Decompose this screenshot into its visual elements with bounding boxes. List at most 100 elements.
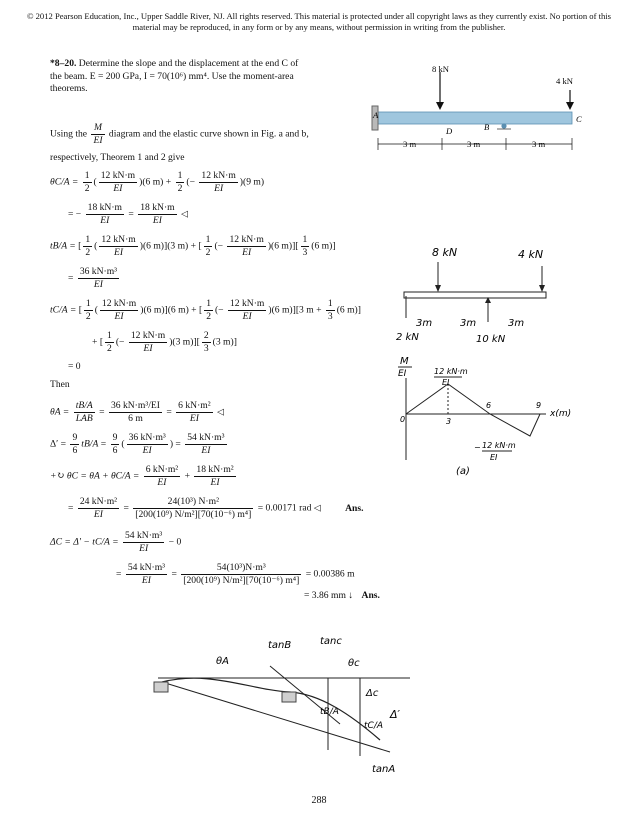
delta-prime-label: Δ′ [389, 708, 401, 721]
problem-text: Determine the slope and the displacement… [50, 58, 299, 94]
thetaA-label: θA [216, 656, 229, 667]
d: EI [114, 247, 124, 258]
t: (3 m) [212, 336, 234, 348]
result: = 3.86 mm ↓ [304, 590, 354, 601]
n: 1 [83, 298, 93, 311]
t: (3 m) + [167, 240, 197, 252]
result: = 0.00171 rad [257, 502, 312, 514]
n: 54(10³)N·m³ [181, 562, 302, 575]
intro-after: diagram and the elastic curve shown in F… [108, 128, 309, 140]
tba-label: tB/A [320, 707, 339, 717]
ans-label: Ans. [361, 590, 380, 601]
d: EI [143, 343, 153, 354]
n: 36 kN·m³ [77, 266, 120, 279]
tanB-label: tanB [268, 640, 291, 651]
elastic-curve [161, 677, 381, 741]
n: 2 [201, 330, 211, 343]
eq-zero: = 0 [68, 361, 81, 372]
n: 54 kN·m³ [185, 432, 227, 445]
t: (3 m) [172, 336, 194, 348]
d: EI [242, 311, 252, 322]
x-axis-label: x(m) [549, 409, 571, 419]
n: 36 kN·m³ [126, 432, 168, 445]
roller-b [501, 123, 507, 129]
label-b: B [484, 122, 490, 132]
fig-caption: (a) [456, 466, 470, 477]
arrowhead [436, 102, 444, 110]
ans-label: Ans. [345, 502, 364, 514]
t: tB/A [81, 438, 99, 450]
lhs: tC/A = [50, 304, 77, 316]
problem-number: *8–20. [50, 58, 77, 69]
label-a: A [372, 110, 379, 120]
d: 2 [206, 311, 211, 322]
d: EI [157, 477, 167, 488]
support-a [153, 681, 169, 693]
d: EI [201, 445, 211, 456]
t: (6 m) + [167, 304, 197, 316]
tanA-label: tanA [372, 764, 395, 775]
deltaC-label: Δc [365, 688, 379, 699]
t: − 0 [168, 536, 182, 548]
d1: 3m [416, 318, 432, 329]
d: 6 m [128, 413, 143, 424]
lhs: tB/A = [50, 240, 76, 252]
n: 1 [82, 170, 92, 183]
t: (9 m) [243, 176, 265, 188]
d: 2 [177, 183, 183, 194]
n: 12 kN·m [228, 298, 267, 311]
frac-num: M [91, 122, 105, 135]
lhs: θA = [50, 406, 70, 418]
arrowhead [435, 285, 441, 292]
span-2: 3 m [467, 139, 480, 149]
d: 3 [302, 247, 308, 258]
n: 12 kN·m [99, 298, 139, 311]
d: EI [139, 543, 149, 554]
d: EI [93, 509, 103, 520]
n: 12 kN·m [128, 330, 168, 343]
d: 2 [85, 247, 91, 258]
n: 12 kN·m [227, 234, 266, 247]
lhs: θC/A = [50, 176, 79, 188]
fbd-sketch: 8 kN 4 kN 3m 3m 3m 2 kN 10 kN [396, 246, 547, 345]
bot-den: EI [490, 453, 498, 462]
n: 54 kN·m³ [125, 562, 168, 575]
load-4-label: 4 kN [556, 76, 574, 86]
span-1: 3 m [403, 139, 416, 149]
d2: 3m [460, 318, 476, 329]
d: 2 [84, 183, 90, 194]
p8-label: 8 kN [432, 246, 457, 259]
n: 12 kN·m [199, 170, 238, 183]
lhs: ΔC = Δ′ − tC/A = [50, 536, 119, 548]
top-num: 12 kN·m [434, 367, 468, 376]
n: 18 kN·m [138, 202, 177, 215]
bot-neg: − [474, 443, 481, 452]
n: 1 [325, 298, 335, 311]
d: EI [100, 215, 110, 226]
intro-line2: respectively, Theorem 1 and 2 give [50, 152, 185, 163]
d3: 3m [508, 318, 524, 329]
n: 12 kN·m [99, 234, 138, 247]
x9: 9 [536, 401, 541, 410]
d: 3 [203, 343, 209, 354]
n: 9 [110, 432, 120, 445]
d: 3 [327, 311, 333, 322]
tanC-label: tanc [320, 636, 342, 647]
d: 2 [205, 247, 211, 258]
n: 1 [83, 234, 93, 247]
t: = [128, 208, 134, 220]
n: 1 [175, 170, 185, 183]
n: 36 kN·m³/EI [108, 400, 162, 413]
d: LAB [75, 413, 93, 424]
n: 24(10³) N·m² [133, 496, 254, 509]
lhs: Δ′ = [50, 438, 67, 450]
d: EI [210, 477, 220, 488]
